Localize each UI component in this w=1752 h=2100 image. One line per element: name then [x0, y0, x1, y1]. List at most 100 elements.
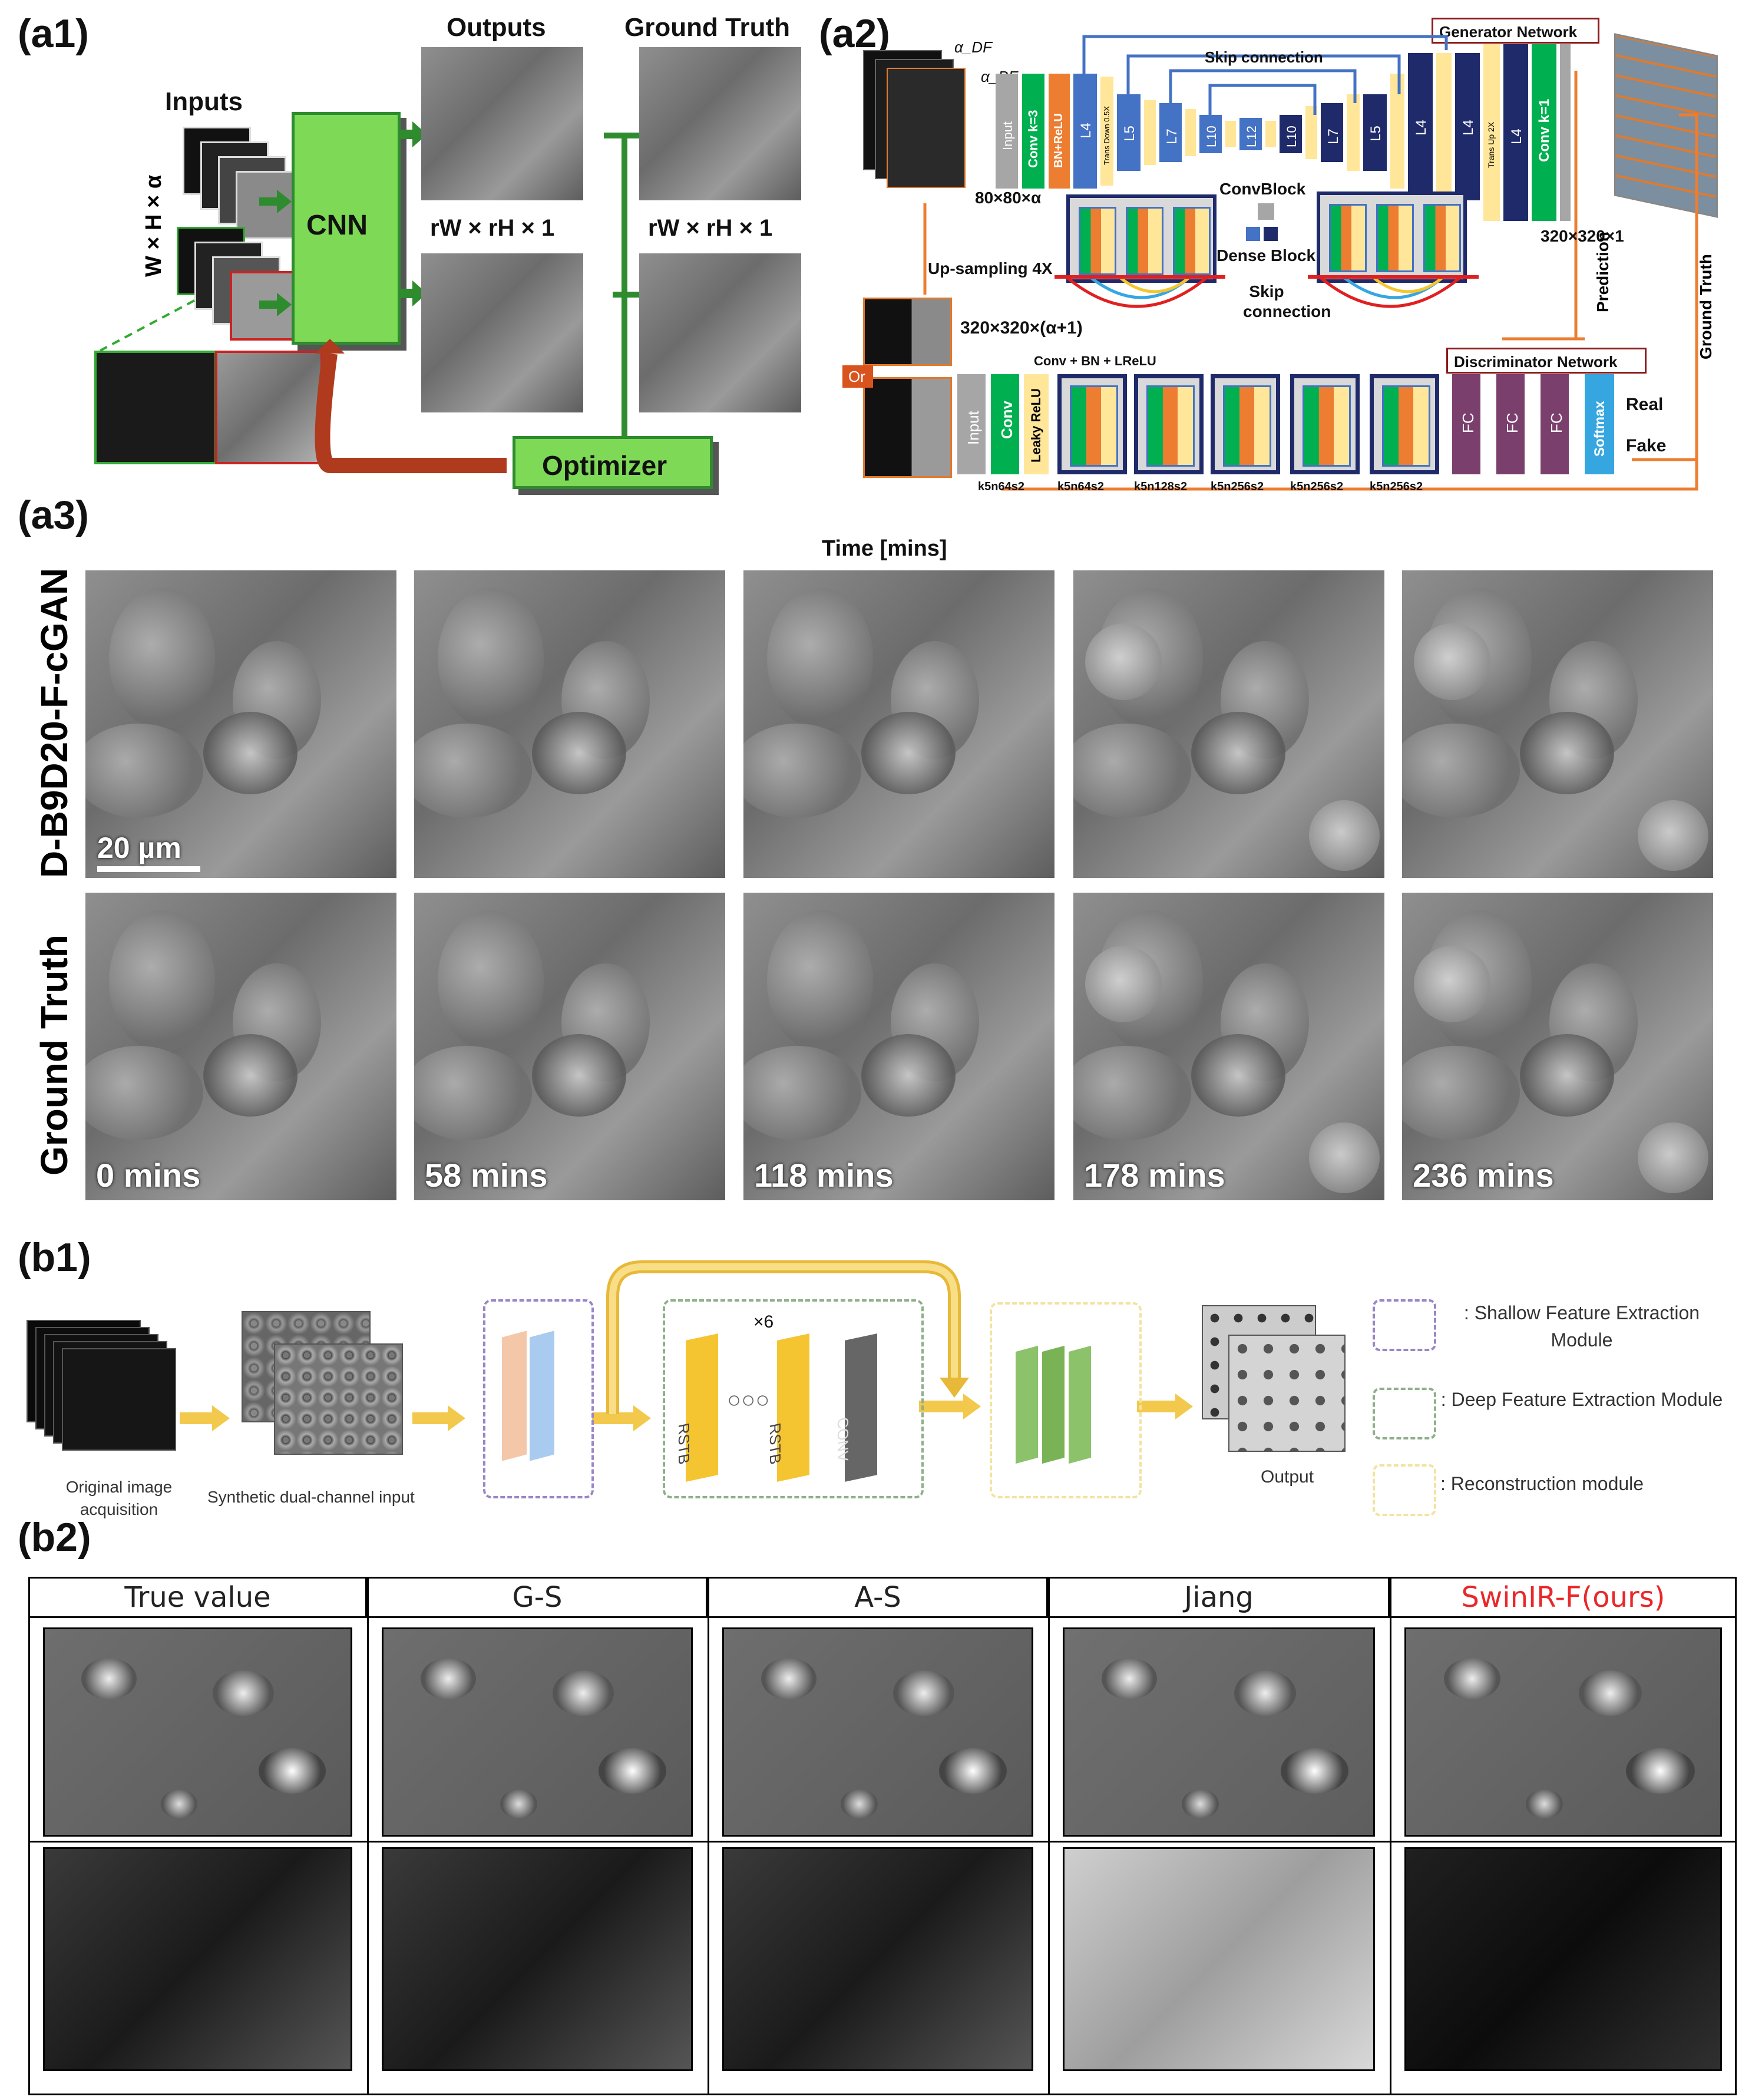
panel-label-b1: (b1)	[18, 1235, 91, 1280]
a3-pred-image-1	[85, 570, 396, 878]
a3-gt-image-1: 0 mins	[85, 893, 396, 1200]
panel-label-b2: (b2)	[18, 1515, 91, 1560]
b2-image-row1-4	[1063, 1627, 1375, 1837]
b2-col-separator-3	[1048, 1577, 1050, 2095]
a1-output-image-1	[421, 47, 583, 200]
a2-gen-l12: L12	[1239, 118, 1262, 150]
a2-disc-input-bottom	[863, 377, 952, 478]
b2-image-row1-2	[382, 1627, 693, 1837]
a2-skip-label: Skip connection	[1205, 48, 1323, 66]
a2-gen-l4-a: L4	[1073, 74, 1097, 189]
b1-output-label: Output	[1261, 1467, 1314, 1487]
a2-gen-trans-down-d	[1225, 121, 1236, 147]
a1-gt-dim: rW × rH × 1	[648, 215, 773, 241]
a2-gen-l10-b: L10	[1280, 115, 1302, 153]
a2-convblock-label: ConvBlock	[1219, 180, 1306, 198]
b1-legend-deep: : Deep Feature Extraction Module	[1440, 1389, 1723, 1410]
b2-image-row1-1	[43, 1627, 352, 1837]
b2-image-row2-1	[43, 1847, 352, 2071]
a2-gen-input: Input	[996, 74, 1018, 189]
a3-gt-image-3: 118 mins	[743, 893, 1054, 1200]
a1-gt-image-2	[639, 253, 801, 412]
a1-optimizer-block: Optimizer	[513, 436, 713, 489]
a1-ground-truth-label: Ground Truth	[624, 13, 791, 42]
a3-scale-bar	[97, 866, 200, 872]
a2-real-label: Real	[1626, 395, 1664, 414]
b1-rstb-1: RSTB	[675, 1333, 718, 1482]
a1-cnn-label: CNN	[306, 210, 368, 241]
a2-out-dim: 320×320×1	[1541, 227, 1624, 245]
a2-disc-softmax: Softmax	[1585, 374, 1614, 474]
a2-gen-l5-a: L5	[1117, 94, 1141, 171]
a2-disc-label-3: k5n256s2	[1211, 480, 1264, 493]
b2-image-row2-3	[722, 1847, 1033, 2071]
a2-convblock-icon	[1258, 203, 1274, 220]
a2-upsampling-label: Up-sampling 4X	[928, 259, 1053, 278]
a2-gen-l7-b: L7	[1321, 103, 1343, 162]
a1-outputs-label: Outputs	[447, 13, 546, 42]
a3-time-title: Time [mins]	[822, 536, 947, 561]
a1-cnn-block: CNN	[292, 112, 401, 345]
b1-x6-label: ×6	[753, 1312, 774, 1332]
a2-gen-l7-a: L7	[1159, 103, 1182, 162]
a2-gen-trans-up-f: Trans Up 2X	[1483, 44, 1500, 221]
b2-image-row1-5	[1404, 1627, 1722, 1837]
b1-legend-swatch-deep	[1373, 1388, 1436, 1439]
a3-time-label-2: 58 mins	[425, 1157, 548, 1194]
a2-disc-label-0: k5n64s2	[978, 480, 1024, 493]
b1-ellipsis: ○○○	[727, 1387, 770, 1413]
a2-gen-l5-b: L5	[1363, 94, 1387, 171]
b1-arrows	[180, 1260, 1193, 1431]
panel-label-a2: (a2)	[819, 11, 890, 56]
a2-disc-label-1: k5n64s2	[1057, 480, 1104, 493]
a2-disc-block-5	[1370, 374, 1439, 474]
a2-disc-label-5: k5n256s2	[1370, 480, 1423, 493]
a3-row2-label: Ground Truth	[33, 935, 75, 1176]
a2-gen-bn-relu: BN+ReLU	[1049, 74, 1070, 189]
b1-orig-label: Original image acquisition	[65, 1478, 173, 1518]
b1-output-stack	[1202, 1305, 1346, 1452]
a2-gen-trans-up-c	[1347, 94, 1360, 171]
b1-legend-swatch-recon	[1373, 1464, 1436, 1516]
a2-discriminator-label: Discriminator Network	[1446, 348, 1647, 374]
a3-pred-image-3	[743, 570, 1054, 878]
a3-pred-image-4	[1073, 570, 1384, 878]
a2-disc-label-4: k5n256s2	[1290, 480, 1344, 493]
b2-image-row2-5	[1404, 1847, 1722, 2071]
b1-synthetic-label: Synthetic dual-channel input	[207, 1488, 415, 1506]
a3-time-label-4: 178 mins	[1084, 1157, 1225, 1194]
a2-or-badge: Or	[842, 365, 873, 388]
b2-header-3: A-S	[708, 1577, 1048, 1618]
a2-gen-l4-c: L4	[1455, 53, 1480, 200]
a1-inputs-label: Inputs	[165, 87, 243, 116]
a2-gen-trans-down-c	[1185, 109, 1196, 156]
a2-denseblock-label: Dense Block	[1217, 246, 1316, 265]
b2-header-2: G-S	[367, 1577, 708, 1618]
a2-disc-leaky: Leaky ReLU	[1024, 374, 1049, 474]
a3-scale-label: 20 µm	[97, 831, 181, 864]
b2-col-separator-1	[367, 1577, 369, 2095]
b2-col-separator-2	[708, 1577, 709, 2095]
b2-header-5: SwinIR-F(ours)	[1390, 1577, 1737, 1618]
a2-dense-block-right	[1317, 191, 1467, 283]
a2-gen-conv-k3: Conv k=3	[1022, 74, 1044, 189]
a3-row1-label: D-B9D20-F-cGAN	[33, 567, 75, 878]
a2-gen-trans-up-d	[1390, 74, 1404, 189]
a3-gt-image-2: 58 mins	[414, 893, 725, 1200]
a1-output-dim: rW × rH × 1	[430, 215, 555, 241]
a2-gen-trans-up-e	[1436, 53, 1452, 200]
a2-input-stack	[863, 50, 981, 203]
a1-zoom-dark	[94, 351, 217, 464]
b2-header-1: True value	[28, 1577, 367, 1618]
a2-fake-label: Fake	[1626, 436, 1667, 455]
a3-gt-image-4: 178 mins	[1073, 893, 1384, 1200]
a2-dense-block-left	[1066, 194, 1217, 283]
panel-label-a3: (a3)	[18, 493, 89, 537]
b2-row-separator	[28, 1841, 1737, 1843]
a2-alpha-df: α_DF	[954, 38, 992, 56]
a2-generator-label: Generator Network	[1432, 18, 1599, 44]
b1-rstb-2: RSTB	[766, 1333, 809, 1482]
a2-disc-fc-3: FC	[1541, 374, 1569, 474]
a2-disc-in-dim: 320×320×(α+1)	[960, 318, 1083, 338]
a2-in-dim: 80×80×α	[975, 189, 1042, 207]
